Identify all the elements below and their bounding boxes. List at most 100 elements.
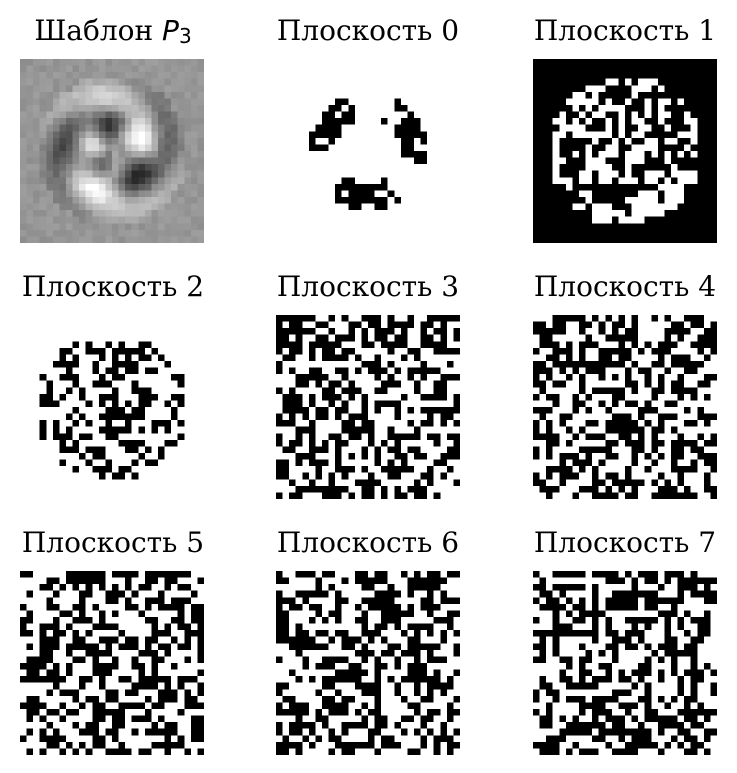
pixel [348, 413, 355, 421]
pixel [26, 72, 34, 79]
pixel [289, 367, 296, 375]
pixel [605, 361, 612, 368]
pixel [433, 387, 441, 394]
pixel [282, 597, 290, 604]
pixel [565, 341, 573, 348]
pixel [605, 676, 612, 683]
pixel [184, 85, 191, 92]
pixel [605, 91, 612, 99]
pixel [105, 597, 112, 604]
pixel [184, 236, 191, 243]
pixel [52, 709, 60, 716]
pixel [407, 118, 414, 125]
pixel [644, 374, 652, 381]
pixel [118, 111, 126, 119]
pixel [59, 374, 66, 381]
pixel [572, 236, 579, 243]
pixel [26, 610, 34, 617]
pixel [171, 374, 178, 381]
pixel [39, 623, 47, 631]
pixel [664, 347, 671, 355]
pixel [125, 689, 132, 696]
pixel [184, 623, 191, 631]
pixel [79, 91, 86, 99]
pixel [98, 715, 106, 723]
pixel [197, 603, 204, 611]
pixel [572, 361, 579, 368]
pixel [611, 190, 619, 197]
pixel [657, 584, 665, 591]
pixel [579, 144, 586, 151]
pixel [276, 656, 283, 663]
pixel [72, 380, 80, 388]
pixel [697, 709, 704, 716]
pixel [85, 203, 93, 211]
pixel [46, 197, 53, 204]
pixel [585, 682, 593, 690]
pixel [138, 453, 145, 460]
pixel [592, 623, 599, 631]
pixel [131, 590, 139, 598]
pixel [572, 72, 579, 79]
pixel [348, 663, 355, 670]
pixel [407, 676, 414, 683]
pixel [605, 485, 612, 493]
pixel [33, 183, 40, 191]
pixel [625, 229, 632, 237]
pixel [598, 367, 606, 375]
pixel [341, 315, 349, 322]
pixel [341, 439, 349, 447]
pixel [125, 347, 132, 355]
pixel [190, 715, 198, 723]
pixel [151, 636, 158, 644]
pixel [105, 689, 112, 696]
pixel [453, 420, 460, 427]
pixel [453, 315, 460, 322]
pixel [592, 722, 599, 729]
pixel [164, 111, 172, 119]
pixel [52, 636, 60, 644]
pixel [552, 393, 560, 401]
pixel [112, 105, 119, 112]
pixel [33, 65, 40, 73]
pixel [446, 735, 454, 742]
pixel [105, 183, 112, 191]
pixel [618, 728, 625, 736]
pixel [440, 590, 447, 598]
pixel [671, 610, 678, 617]
pixel [671, 426, 678, 434]
pixel [546, 118, 553, 125]
pixel [651, 164, 658, 171]
pixel [585, 361, 593, 368]
pixel [125, 229, 132, 237]
pixel [657, 151, 665, 158]
pixel [164, 78, 172, 86]
pixel [618, 236, 625, 243]
pixel [315, 663, 322, 670]
pixel [335, 702, 342, 709]
pixel [625, 334, 632, 342]
pixel [381, 341, 388, 348]
pixel [657, 610, 665, 617]
pixel [565, 426, 573, 434]
pixel [131, 59, 139, 66]
pixel [585, 702, 593, 709]
pixel [651, 617, 658, 624]
pixel [72, 446, 80, 453]
pixel [651, 105, 658, 112]
pixel [164, 85, 172, 92]
pixel [138, 197, 145, 204]
pixel [184, 571, 191, 578]
pixel [322, 118, 329, 125]
pixel [440, 722, 447, 729]
pixel [282, 472, 290, 480]
pixel [592, 617, 599, 624]
pixel [79, 131, 86, 138]
pixel [105, 433, 112, 440]
pixel [39, 728, 47, 736]
pixel [651, 571, 658, 578]
pixel [433, 643, 441, 650]
pixel [381, 439, 388, 447]
pixel [184, 689, 191, 696]
pixel [302, 722, 309, 729]
